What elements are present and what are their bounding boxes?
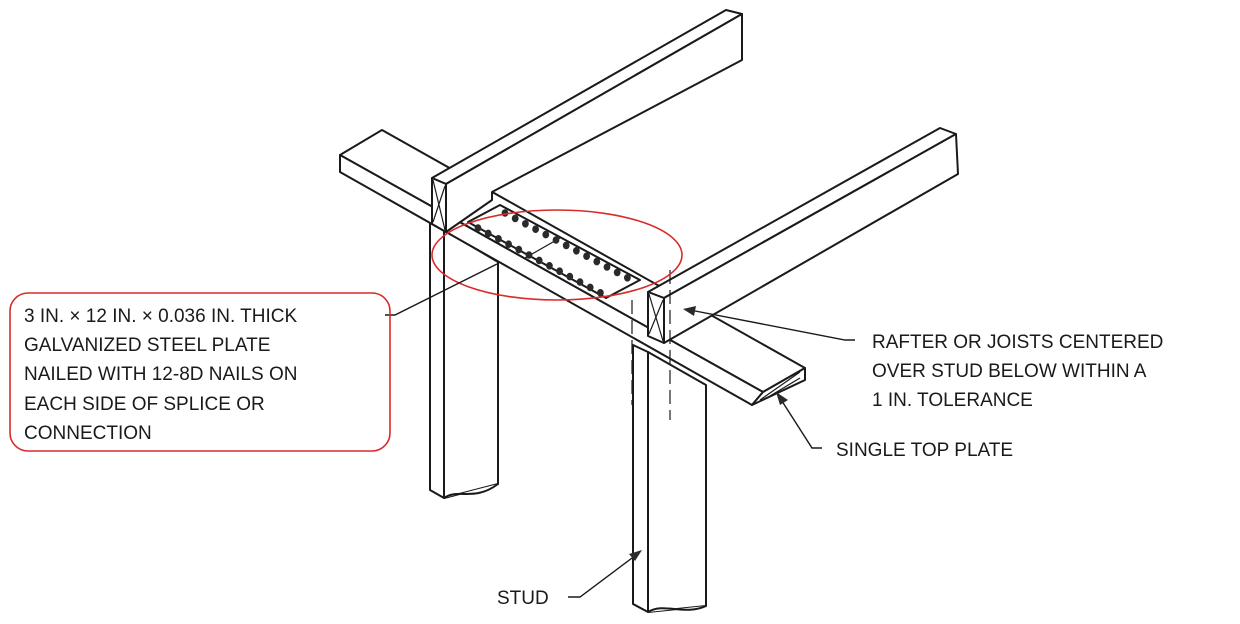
right-rafter bbox=[647, 127, 959, 344]
nail-dot bbox=[562, 241, 570, 250]
nail-dot bbox=[566, 272, 574, 281]
rafter-note-line-2: OVER STUD BELOW WITHIN A bbox=[872, 361, 1147, 382]
nail-dot bbox=[522, 220, 529, 228]
leader-lines bbox=[385, 263, 855, 598]
plate-note-line-5: CONNECTION bbox=[24, 423, 152, 444]
nail-dot bbox=[576, 278, 584, 286]
nail-dot bbox=[495, 235, 502, 243]
stud-leader bbox=[568, 554, 637, 598]
left-rafter bbox=[431, 9, 743, 233]
plate-note-box bbox=[9, 292, 391, 452]
right-stud bbox=[632, 344, 707, 613]
nail-dot bbox=[484, 229, 492, 238]
rafter-note: RAFTER OR JOISTS CENTERED OVER STUD BELO… bbox=[872, 332, 1163, 411]
rafter-leader bbox=[689, 309, 855, 341]
steel-splice-plate bbox=[467, 204, 641, 299]
nail-pattern bbox=[474, 209, 631, 297]
top-plate-leader bbox=[779, 397, 822, 449]
nail-dot bbox=[505, 240, 512, 248]
nail-dot bbox=[511, 214, 519, 223]
nail-dot bbox=[597, 289, 604, 297]
stud-label: STUD bbox=[497, 588, 549, 609]
rafter-note-line-1: RAFTER OR JOISTS CENTERED bbox=[872, 332, 1163, 353]
nail-dot bbox=[624, 274, 631, 282]
nail-dot bbox=[535, 256, 543, 265]
centerlines bbox=[631, 270, 671, 420]
nail-dot bbox=[583, 252, 590, 260]
plate-note-line-2: GALVANIZED STEEL PLATE bbox=[24, 335, 270, 356]
nail-dot bbox=[556, 267, 563, 276]
nail-dot bbox=[515, 245, 523, 254]
nail-dot bbox=[532, 225, 539, 233]
plate-note-line-1: 3 IN. × 12 IN. × 0.036 IN. THICK bbox=[24, 306, 297, 327]
splice-highlight-ellipse bbox=[431, 209, 683, 301]
nail-dot bbox=[525, 251, 533, 259]
nail-dot bbox=[593, 257, 601, 266]
nail-dot bbox=[573, 247, 580, 255]
nail-dot bbox=[613, 268, 621, 277]
nail-dot bbox=[603, 263, 611, 271]
plate-leader bbox=[385, 263, 498, 316]
top-plate-label: SINGLE TOP PLATE bbox=[836, 440, 1013, 461]
nail-dot bbox=[546, 262, 553, 270]
nail-dot bbox=[552, 236, 560, 244]
nail-dot bbox=[542, 230, 550, 239]
plate-note: 3 IN. × 12 IN. × 0.036 IN. THICK GALVANI… bbox=[24, 306, 297, 444]
plate-note-line-3: NAILED WITH 12-8D NAILS ON bbox=[24, 364, 297, 385]
nail-dot bbox=[474, 224, 482, 232]
left-stud bbox=[429, 221, 499, 499]
nail-dot bbox=[586, 283, 594, 292]
rafter-note-line-3: 1 IN. TOLERANCE bbox=[872, 390, 1033, 411]
plate-note-line-4: EACH SIDE OF SPLICE OR bbox=[24, 394, 265, 415]
